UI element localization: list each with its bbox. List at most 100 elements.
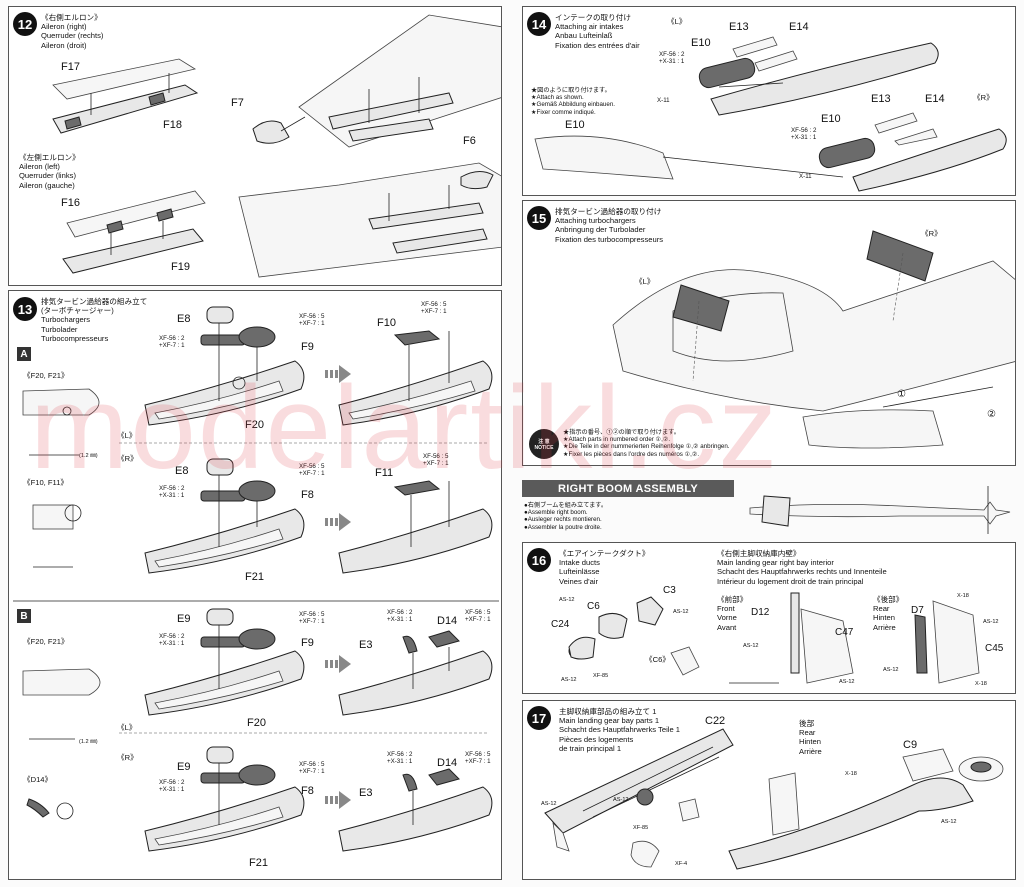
right-boom-banner: RIGHT BOOM ASSEMBLY (522, 480, 734, 497)
part-f19: F19 (171, 261, 190, 273)
part-f20-a: F20 (245, 419, 264, 431)
part-e10-b: E10 (821, 113, 841, 125)
part-d7: D7 (911, 605, 924, 616)
step17-xf85: XF-85 (633, 825, 649, 831)
step17-x18: X-18 (845, 771, 857, 777)
paint-as12-4: AS-12 (743, 643, 759, 649)
paint-xf56-5-b2: XF-56 : 5+XF-7 : 1 (423, 453, 449, 467)
rear-title: 《後部》 Rear Hinten Arrière (873, 595, 904, 632)
step17-as12-2: AS-12 (613, 797, 629, 803)
step-13-panel: 13 排気タービン過給器の組み立て (ターボチャージャー) Turbocharg… (8, 290, 502, 880)
part-e14-a: E14 (789, 21, 809, 33)
section-a-label: A (17, 347, 31, 361)
paint-xf56-2-x31-1-c2: XF-56 : 2+X-31 : 1 (387, 609, 413, 623)
step-16-drawing (568, 592, 980, 684)
paint-xf56-5-b: XF-56 : 5+XF-7 : 1 (299, 463, 325, 477)
bay-interior-title: 《右側主脚収納庫内壁》 Main landing gear right bay … (717, 549, 887, 586)
part-d14-a: D14 (437, 615, 458, 627)
side-r-a: 《R》 (117, 454, 138, 463)
part-f9-b: F9 (301, 637, 314, 649)
flow-arrow-4 (325, 791, 351, 809)
part-d12: D12 (751, 607, 770, 618)
part-f21-a: F21 (245, 571, 264, 583)
step-14-title: インテークの取り付け Attaching air intakes Anbau L… (555, 13, 640, 50)
paint-xf56-2-xf7-1-a: XF-56 : 2+XF-7 : 1 (159, 335, 185, 349)
step-15-side-l: 《L》 (635, 277, 655, 286)
step17-as12-3: AS-12 (941, 819, 957, 825)
step-15-number-1: ① (897, 389, 906, 400)
step-14-paint-a: XF-56 : 2+X-31 : 1 (659, 51, 685, 65)
paint-xf56-5-d2: XF-56 : 5+XF-7 : 1 (465, 751, 491, 765)
section-b-label: B (17, 609, 31, 623)
x11-a: X-11 (657, 97, 670, 104)
part-f21-b: F21 (249, 857, 268, 869)
paint-xf56-2-x31-1-d2: XF-56 : 2+X-31 : 1 (387, 751, 413, 765)
paint-xf56-5-a: XF-56 : 5+XF-7 : 1 (299, 313, 325, 327)
step17-xf4: XF-4 (675, 861, 688, 867)
step-17-title: 主脚収納庫部品の組み立て 1 Main landing gear bay par… (559, 707, 681, 753)
paint-as12-7: AS-12 (883, 667, 899, 673)
step-15-number-2: ② (987, 409, 996, 420)
part-e9-b: E9 (177, 761, 191, 773)
side-l-a: 《L》 (117, 431, 137, 440)
paint-x18-2: X-18 (975, 681, 987, 687)
flow-arrow-3 (325, 655, 351, 673)
part-f18: F18 (163, 119, 182, 131)
part-e10-a: E10 (691, 37, 711, 49)
step-12-panel: 12 《右側エルロン》 Aileron (right) Querruder (r… (8, 6, 502, 286)
step-16-panel: 16 《エアインテークダクト》 Intake ducts Lufteinläss… (522, 542, 1016, 694)
step-13-title: 排気タービン過給器の組み立て (ターボチャージャー) Turbochargers… (41, 297, 148, 343)
part-c6: C6 (587, 601, 600, 612)
x11-b: X-11 (799, 173, 812, 180)
step-14-number: 14 (527, 12, 551, 36)
step-15-notes: ★指示の番号、①②の順で取り付けます。 ★Attach parts in num… (563, 429, 730, 458)
turbo-attach-drawing (612, 230, 1015, 449)
part-f8-a: F8 (301, 489, 314, 501)
part-f11: F11 (375, 467, 394, 479)
step-14-panel: 14 インテークの取り付け Attaching air intakes Anba… (522, 6, 1016, 196)
paint-as12-6: AS-12 (983, 619, 999, 625)
part-d14-b: D14 (437, 757, 458, 769)
step-14-note: ★図のように取り付けます。 ★Attach as shown. ★Gemäß A… (531, 87, 615, 116)
step-15-side-r: 《R》 (921, 229, 942, 238)
ref-f20-f21-a: 《F20, F21》 (23, 371, 69, 380)
paint-as12-1: AS-12 (559, 597, 575, 603)
part-c45: C45 (985, 643, 1004, 654)
step-12-right-title: 《右側エルロン》 Aileron (right) Querruder (rech… (41, 13, 104, 50)
part-e14-b: E14 (925, 93, 945, 105)
paint-as12-2: AS-12 (673, 609, 689, 615)
ref-f20-f21-b: 《F20, F21》 (23, 637, 69, 646)
part-e8-a: E8 (177, 313, 191, 325)
step-17-number: 17 (527, 706, 551, 730)
flow-arrow-2 (325, 513, 351, 531)
paint-xf56-2-x31-1-b: XF-56 : 2+X-31 : 1 (159, 485, 185, 499)
part-f8-b: F8 (301, 785, 314, 797)
side-l-b: 《L》 (117, 723, 137, 732)
step-17-panel: 17 主脚収納庫部品の組み立て 1 Main landing gear bay … (522, 700, 1016, 880)
aileron-right-drawing (52, 14, 501, 278)
step-14-side-r: 《R》 (973, 93, 994, 102)
step-15-number: 15 (527, 206, 551, 230)
part-e13-a: E13 (729, 21, 749, 33)
intake-drawing (534, 36, 1007, 192)
part-f20-b: F20 (247, 717, 266, 729)
c6-ref: 《C6》 (645, 655, 670, 664)
paint-xf56-5-c2: XF-56 : 5+XF-7 : 1 (465, 609, 491, 623)
part-f9-a: F9 (301, 341, 314, 353)
step-14-side-l: 《L》 (667, 17, 687, 26)
part-e3-b: E3 (359, 787, 373, 799)
step17-as12-1: AS-12 (541, 801, 557, 807)
step-17-rear-title: 後部 Rear Hinten Arrière (799, 719, 822, 756)
part-e10-c: E10 (565, 119, 585, 131)
step-16-number: 16 (527, 548, 551, 572)
part-e9-a: E9 (177, 613, 191, 625)
part-f10: F10 (377, 317, 396, 329)
ref-d14: 《D14》 (23, 775, 53, 784)
flow-arrow-1 (325, 365, 351, 383)
paint-xf56-2-x31-1-c: XF-56 : 2+X-31 : 1 (159, 633, 185, 647)
part-c3: C3 (663, 585, 676, 596)
part-e3-a: E3 (359, 639, 373, 651)
front-title: 《前部》 Front Vorne Avant (717, 595, 748, 632)
dimension-b: (1.2 ㎜) (79, 739, 98, 745)
turbocharger-drawing (13, 306, 499, 852)
